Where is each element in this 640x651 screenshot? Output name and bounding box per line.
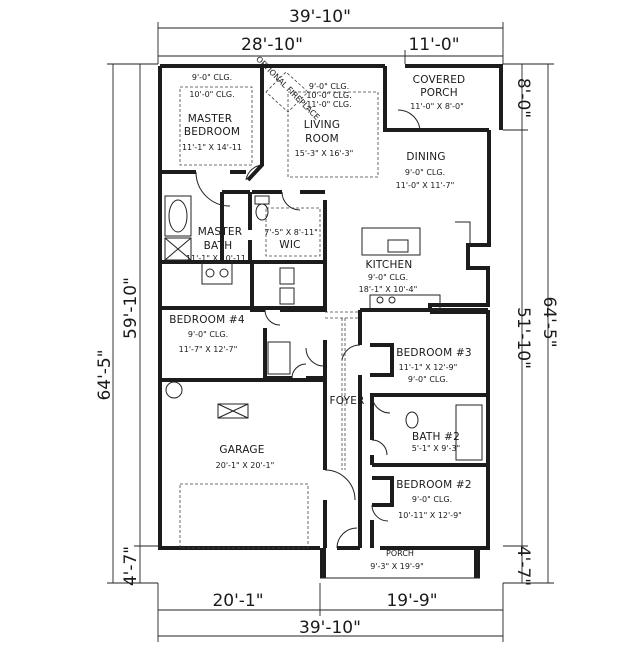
master-bath-size: 11'-1" X 10'-11 (186, 254, 246, 263)
master-bedroom-size: 11'-1" X 14'-11 (182, 143, 242, 152)
dim-right-main: 51'-10" (513, 307, 533, 369)
living-room-ceiling-1: 9'-0" CLG. (309, 82, 349, 91)
living-room-size: 15'-3" X 16'-3" (295, 149, 354, 158)
wic-size: 7'-5" X 8'-11" (264, 228, 318, 237)
bedroom3-ceiling: 9'-0" CLG. (408, 375, 448, 384)
kitchen-name: KITCHEN (366, 259, 413, 271)
dining-name: DINING (406, 151, 445, 163)
dim-bottom-left: 20'-1" (212, 591, 263, 611)
living-room-ceiling-2: 10'-0" CLG. (306, 91, 351, 100)
walls (158, 64, 503, 550)
wic-name: WIC (279, 239, 300, 251)
kitchen-size: 18'-1" X 10'-4" (359, 285, 418, 294)
dimension-lines (107, 22, 554, 642)
garage-name: GARAGE (219, 444, 264, 456)
dim-top-total: 39'-10" (289, 7, 351, 27)
dim-left-total: 64'-5" (95, 349, 115, 400)
bedroom2-ceiling: 9'-0" CLG. (412, 495, 452, 504)
master-bedroom-ceiling-2: 10'-0" CLG. (189, 90, 234, 99)
dim-right-porch: 4'-7" (513, 546, 533, 586)
living-room-ceiling-3: 11'-0" CLG. (306, 100, 351, 109)
dining-size: 11'-0" X 11'-7" (396, 181, 455, 190)
dim-bottom-right: 19'-9" (386, 591, 437, 611)
bedroom4-name: BEDROOM #4 (169, 314, 245, 326)
fixtures (164, 71, 483, 579)
master-bath-name-2: BATH (204, 240, 233, 252)
living-room-name-2: ROOM (305, 133, 339, 145)
covered-porch-name-2: PORCH (420, 87, 458, 99)
bath2-size: 5'-1" X 9'-3" (412, 444, 460, 453)
dim-right-covered-porch: 8'-0" (513, 78, 533, 118)
covered-porch-name-1: COVERED (413, 74, 466, 86)
dim-top-left: 28'-10" (241, 35, 303, 55)
bath2-name: BATH #2 (412, 431, 460, 443)
master-bedroom-name-2: BEDROOM (184, 126, 240, 138)
dim-left-main: 59'-10" (121, 277, 141, 339)
porch-name: PORCH (386, 549, 414, 558)
porch-size: 9'-3" X 19'-9" (370, 562, 424, 571)
bedroom3-name: BEDROOM #3 (396, 347, 472, 359)
dim-right-total: 64'-5" (539, 296, 559, 347)
dim-top-right: 11'-0" (408, 35, 459, 55)
dim-bottom-total: 39'-10" (299, 618, 361, 638)
covered-porch-size: 11'-0" X 8'-0" (410, 102, 464, 111)
bedroom3-size: 11'-1" X 12'-9" (399, 363, 458, 372)
master-bedroom-ceiling-1: 9'-0" CLG. (192, 73, 232, 82)
door-swings (195, 109, 421, 549)
dim-left-porch: 4'-7" (121, 546, 141, 586)
dining-ceiling: 9'-0" CLG. (405, 168, 445, 177)
bedroom4-size: 11'-7" X 12'-7" (179, 345, 238, 354)
foyer-name: FOYER (329, 395, 364, 407)
bedroom2-name: BEDROOM #2 (396, 479, 472, 491)
bedroom2-size: 10'-11" X 12'-9" (398, 511, 462, 520)
bedroom4-ceiling: 9'-0" CLG. (188, 330, 228, 339)
ceiling-outlines (179, 86, 379, 470)
garage-size: 20'-1" X 20'-1" (216, 461, 275, 470)
master-bath-name-1: MASTER (198, 226, 242, 238)
master-bedroom-name-1: MASTER (188, 113, 232, 125)
kitchen-ceiling: 9'-0" CLG. (368, 273, 408, 282)
living-room-name-1: LIVING (304, 119, 340, 131)
